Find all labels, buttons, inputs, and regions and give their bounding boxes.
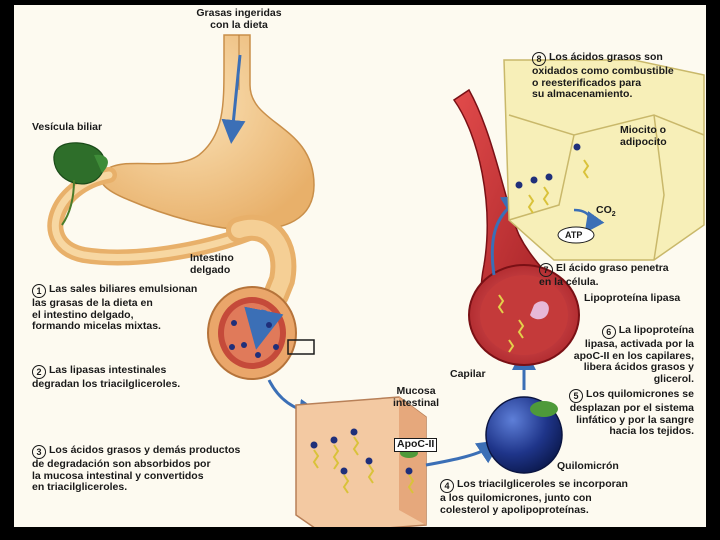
lipase-arrow bbox=[244, 306, 284, 350]
digestion-illustration bbox=[47, 34, 705, 527]
step-6-number: 6 bbox=[601, 325, 616, 339]
step-4-text: Los triacilgliceroles se incorporan a lo… bbox=[440, 478, 628, 516]
step-1-text: Las sales biliares emulsionan las grasas… bbox=[32, 283, 198, 332]
chylomicron-particle bbox=[485, 396, 563, 474]
mucosa-block bbox=[295, 396, 427, 527]
gallbladder bbox=[53, 142, 108, 226]
label-lipoproteina-lipasa: Lipoproteína lipasa bbox=[584, 292, 681, 304]
stomach bbox=[100, 34, 315, 231]
label-capilar: Capilar bbox=[450, 368, 486, 380]
step-7-text: El ácido graso penetra en la célula. bbox=[539, 262, 669, 288]
label-apoc: ApoC-II bbox=[394, 438, 438, 452]
tissue-cells bbox=[503, 59, 705, 261]
label-miocito: Miocito o adipocito bbox=[620, 124, 667, 148]
zoom-box bbox=[287, 339, 315, 355]
step-3-text: Los ácidos grasos y demás productos de d… bbox=[32, 444, 241, 493]
label-mucosa: Mucosa intestinal bbox=[392, 385, 440, 409]
step-2-number: 2 bbox=[32, 365, 46, 379]
label-co2: CO2 bbox=[596, 204, 616, 221]
step-8-text: Los ácidos grasos son oxidados como comb… bbox=[532, 51, 674, 100]
step-5-text: Los quilomicrones se desplazan por el si… bbox=[569, 388, 694, 437]
label-atp: ATP bbox=[565, 230, 583, 240]
label-grasas: Grasas ingeridas con la dieta bbox=[196, 7, 282, 31]
step-5-number: 5 bbox=[569, 389, 584, 403]
step-2-text: Las lipasas intestinales degradan los tr… bbox=[32, 364, 181, 390]
capillary bbox=[452, 88, 580, 366]
label-intestino: Intestino delgado bbox=[190, 252, 234, 276]
co2-subscript: 2 bbox=[611, 211, 616, 219]
step-7-number: 7 bbox=[539, 263, 553, 277]
micelles bbox=[229, 320, 279, 358]
small-intestine bbox=[207, 215, 297, 380]
label-vesicula: Vesícula biliar bbox=[32, 121, 103, 133]
step-6-text: La lipoproteína lipasa, activada por la … bbox=[573, 324, 694, 385]
step-3-number: 3 bbox=[32, 445, 46, 459]
co2-text: CO bbox=[596, 204, 612, 216]
diagram-panel: Grasas ingeridas con la dieta Vesícula b… bbox=[14, 5, 706, 527]
label-quilomicron: Quilomicrón bbox=[557, 460, 619, 472]
step-8-number: 8 bbox=[532, 52, 546, 66]
step-4-number: 4 bbox=[440, 479, 454, 493]
step-1-number: 1 bbox=[32, 284, 46, 298]
ingestion-arrow bbox=[221, 54, 246, 144]
